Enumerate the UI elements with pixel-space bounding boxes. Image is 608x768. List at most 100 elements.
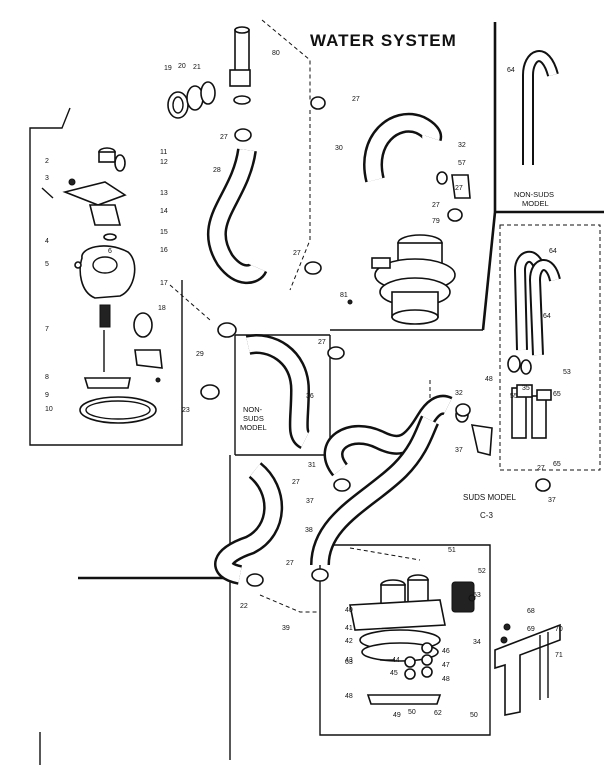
- callout-11: 11: [160, 149, 167, 156]
- callout-41: 41: [345, 625, 353, 632]
- callout-37-a: 37: [306, 498, 314, 505]
- callout-14: 14: [160, 208, 168, 215]
- callout-28: 28: [213, 167, 221, 174]
- callout-13: 13: [160, 190, 168, 197]
- callout-30: 30: [335, 145, 343, 152]
- clamps-27: [234, 96, 551, 587]
- callout-69: 69: [527, 626, 535, 633]
- non-suds-model-label-top-2: MODEL: [522, 199, 549, 208]
- callout-10: 10: [45, 406, 53, 413]
- diagram-title: WATER SYSTEM: [310, 31, 457, 50]
- washers-19-20-21: [167, 81, 216, 119]
- callout-80: 80: [272, 50, 280, 57]
- callout-79: 79: [432, 218, 440, 225]
- callout-15: 15: [160, 229, 168, 236]
- hose-65-suds: [511, 387, 547, 439]
- hose-38-lower: [310, 415, 440, 566]
- hose-37: [214, 462, 284, 585]
- callout-35: 35: [522, 385, 530, 392]
- section-borders: [29, 19, 604, 765]
- hose-30: [363, 112, 443, 183]
- callout-23: 23: [182, 407, 190, 414]
- callout-31: 31: [308, 462, 316, 469]
- callout-2: 2: [45, 158, 49, 165]
- callout-45: 45: [390, 670, 398, 677]
- callout-68: 68: [527, 608, 535, 615]
- callout-62: 62: [434, 710, 442, 717]
- callout-39: 39: [282, 625, 290, 632]
- callout-37-c: 37: [548, 497, 556, 504]
- non-suds-model-label-mid: NON-: [243, 405, 263, 414]
- callout-27-g: 27: [286, 560, 294, 567]
- callout-65-b: 65: [553, 461, 561, 468]
- callout-64-a: 64: [507, 67, 515, 74]
- callout-47: 47: [442, 662, 450, 669]
- pump-assembly: [349, 574, 476, 705]
- callout-36: 36: [306, 393, 314, 400]
- hose-36: [245, 334, 312, 449]
- callout-32-b: 32: [455, 390, 463, 397]
- callout-8: 8: [45, 374, 49, 381]
- callout-7: 7: [45, 326, 49, 333]
- callout-46: 46: [442, 648, 450, 655]
- non-suds-model-label-mid-3: MODEL: [240, 423, 267, 432]
- callout-34: 34: [473, 639, 481, 646]
- callout-48-c: 48: [345, 693, 353, 700]
- callout-27-i: 27: [455, 185, 463, 192]
- callout-53-b: 53: [473, 592, 481, 599]
- callout-32-a: 32: [458, 142, 466, 149]
- callout-21: 21: [193, 64, 201, 71]
- air-gap-79: [371, 234, 456, 325]
- callout-65-a: 65: [553, 391, 561, 398]
- callout-27-e: 27: [318, 339, 326, 346]
- callout-48-a: 48: [485, 376, 493, 383]
- callout-42: 42: [345, 638, 353, 645]
- callout-4: 4: [45, 238, 49, 245]
- valve-assembly: [41, 147, 163, 424]
- non-suds-model-label-top: NON-SUDS: [514, 190, 554, 199]
- callout-9: 9: [45, 392, 49, 399]
- callout-57: 57: [458, 160, 466, 167]
- callout-51: 51: [448, 547, 456, 554]
- callout-18: 18: [158, 305, 166, 312]
- suds-model-label: SUDS MODEL: [463, 493, 516, 502]
- callout-17: 17: [160, 280, 168, 287]
- callout-40: 40: [345, 607, 353, 614]
- callout-37-b: 37: [455, 447, 463, 454]
- callout-12: 12: [160, 159, 168, 166]
- callout-81: 81: [340, 292, 348, 299]
- callout-49: 49: [393, 712, 401, 719]
- callout-55: 55: [510, 393, 518, 400]
- callout-71: 71: [555, 652, 563, 659]
- callout-27-b: 27: [220, 134, 228, 141]
- callout-64-b: 64: [549, 248, 557, 255]
- callout-50-a: 50: [408, 709, 416, 716]
- callout-16: 16: [160, 247, 168, 254]
- callout-43: 43: [345, 657, 353, 664]
- elbow-57: [436, 171, 471, 199]
- non-suds-model-label-mid-2: SUDS: [243, 414, 264, 423]
- callout-52: 52: [478, 568, 486, 575]
- callout-50-b: 50: [470, 712, 478, 719]
- page-code: C-3: [480, 511, 493, 520]
- callout-19: 19: [164, 65, 172, 72]
- callout-27-h: 27: [537, 465, 545, 472]
- callout-48-b: 48: [442, 676, 450, 683]
- callout-20: 20: [178, 63, 186, 70]
- callout-5: 5: [45, 261, 49, 268]
- inlet-tube-80: [229, 26, 251, 105]
- callout-29: 29: [196, 351, 204, 358]
- hose-64-suds: [513, 250, 561, 356]
- hose-64-top: [522, 50, 559, 165]
- hose-38-upper: [323, 394, 453, 477]
- callout-53-a: 53: [563, 369, 571, 376]
- callout-64-c: 64: [543, 313, 551, 320]
- callout-22: 22: [240, 603, 248, 610]
- callout-27-a: 27: [352, 96, 360, 103]
- callout-38: 38: [305, 527, 313, 534]
- callout-6: 6: [108, 248, 112, 255]
- callout-numbers: 19 20 21 80 27 27 28 30 32 57 27 79 27 8…: [45, 50, 571, 719]
- callout-27-c: 27: [432, 202, 440, 209]
- callout-70: 70: [555, 626, 563, 633]
- hose-28: [206, 148, 268, 285]
